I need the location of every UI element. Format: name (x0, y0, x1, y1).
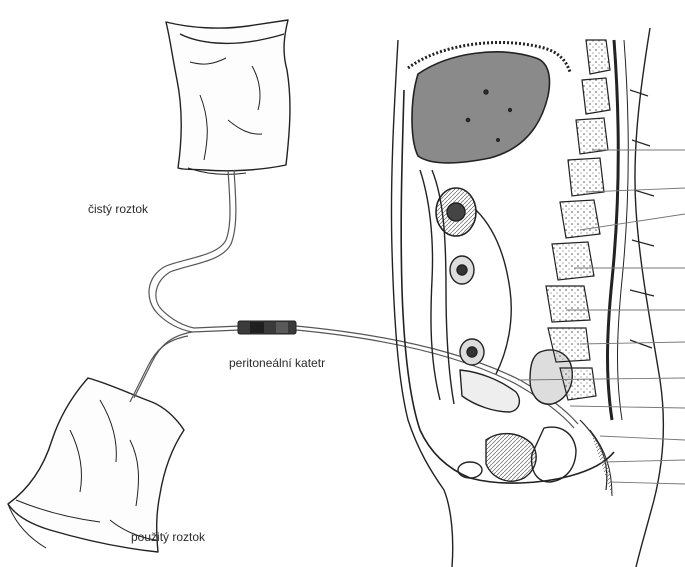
clean-solution-bag (166, 20, 290, 174)
used-solution-label: použitý roztok (131, 530, 205, 544)
body-cross-section (391, 28, 663, 567)
clean-solution-label: čistý roztok (88, 202, 148, 216)
catheter-connector (238, 321, 296, 334)
leader-lines (518, 150, 685, 484)
catheter-label: peritoneální katetr (229, 356, 325, 370)
used-solution-bag (8, 378, 184, 552)
